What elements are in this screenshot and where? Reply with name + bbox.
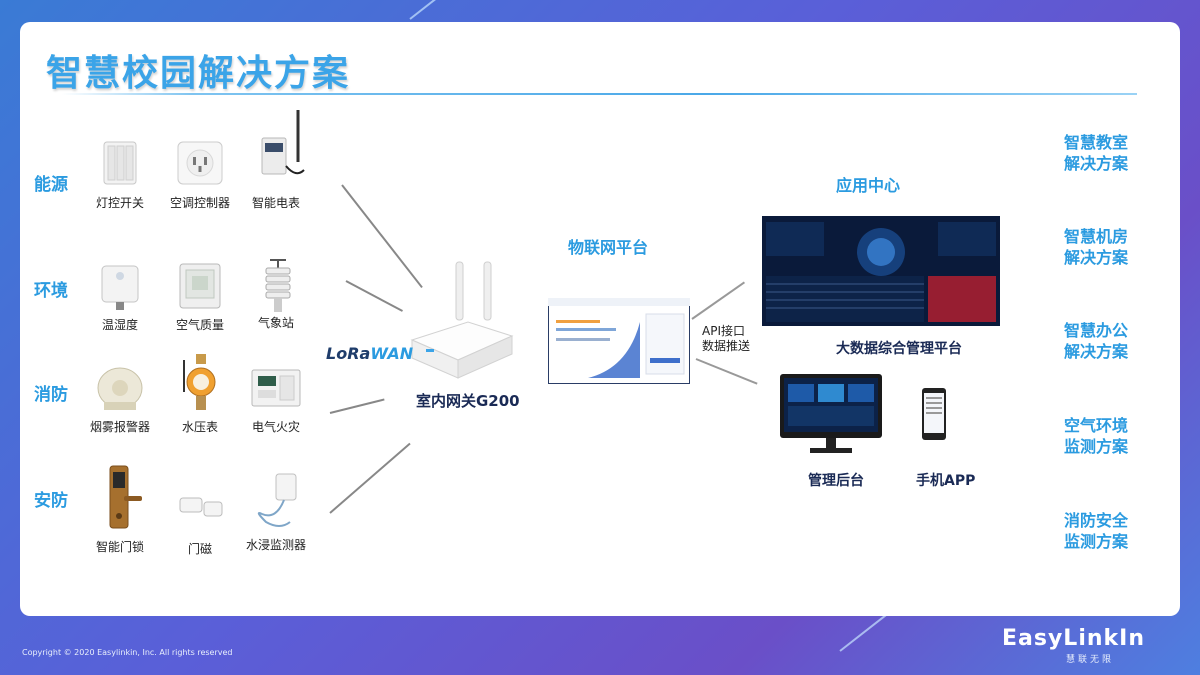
device-door-magnet: 门磁 (158, 484, 242, 557)
device-name: 智能门锁 (95, 540, 144, 554)
weather-station-icon (246, 258, 306, 312)
connector-api-bottom (695, 358, 758, 385)
monitor-icon (780, 374, 882, 453)
gateway-label: 室内网关G200 (416, 392, 520, 410)
category-fire: 消防 (34, 385, 68, 405)
bigdata-dashboard-screenshot (762, 216, 1000, 330)
connector-security (329, 442, 411, 514)
api-label: API接口数据推送 (702, 324, 751, 353)
device-name: 水浸监测器 (245, 538, 306, 552)
device-water-pressure: 水压表 (158, 352, 242, 435)
solution-fire-safety: 消防安全监测方案 (1064, 511, 1129, 551)
door-sensor-icon (170, 484, 230, 536)
socket-icon (170, 138, 230, 190)
device-air-quality: 空气质量 (158, 260, 242, 333)
device-water-leak: 水浸监测器 (234, 470, 318, 553)
leak-sensor-icon (246, 470, 306, 532)
device-ac-controller: 空调控制器 (158, 138, 242, 211)
page-title: 智慧校园解决方案 (46, 53, 351, 94)
device-name: 水压表 (181, 420, 218, 434)
mobile-phone (922, 388, 946, 444)
title-divider (62, 93, 1137, 95)
solution-smart-classroom: 智慧教室解决方案 (1064, 133, 1129, 173)
management-monitor (780, 374, 882, 460)
footer-copyright: Copyright © 2020 Easylinkin, Inc. All ri… (22, 648, 233, 657)
phone-icon (922, 388, 946, 440)
light-switch-icon (90, 138, 150, 190)
device-temp-humidity: 温湿度 (78, 260, 162, 333)
device-light-switch: 灯控开关 (78, 138, 162, 211)
company-logo-subtitle: 慧联无限 (1066, 655, 1115, 665)
device-name: 门磁 (187, 542, 212, 556)
company-logo: EasyLinkIn (1002, 626, 1146, 651)
device-name: 空气质量 (175, 318, 224, 332)
device-electrical-fire: 电气火灾 (234, 362, 318, 435)
category-energy: 能源 (34, 175, 68, 195)
air-quality-icon (170, 260, 230, 312)
device-smart-meter: 智能电表 (234, 108, 318, 211)
device-name: 空调控制器 (169, 196, 230, 210)
device-name: 烟雾报警器 (89, 420, 150, 434)
solution-air-monitoring: 空气环境监测方案 (1064, 416, 1129, 456)
solution-smart-office: 智慧办公解决方案 (1064, 321, 1129, 361)
device-weather-station: 气象站 (234, 258, 318, 331)
bigdata-platform-label: 大数据综合管理平台 (836, 341, 962, 357)
category-security: 安防 (34, 491, 68, 511)
door-lock-icon (90, 462, 150, 534)
smoke-detector-icon (90, 362, 150, 414)
iot-platform-screenshot (547, 297, 691, 388)
electrical-monitor-icon (246, 362, 306, 414)
pressure-gauge-icon (170, 352, 230, 414)
device-smoke-alarm: 烟雾报警器 (78, 362, 162, 435)
device-name: 温湿度 (101, 318, 138, 332)
management-backend-label: 管理后台 (808, 473, 864, 489)
app-center-label: 应用中心 (836, 176, 901, 195)
device-name: 气象站 (257, 316, 294, 330)
decor-line (409, 0, 466, 20)
device-smart-lock: 智能门锁 (78, 462, 162, 555)
device-name: 电气火灾 (251, 420, 300, 434)
connector-environment (345, 280, 403, 312)
connector-api-top (691, 281, 745, 320)
lorawan-logo: LoRaWAN (326, 344, 414, 363)
device-name: 智能电表 (251, 196, 300, 210)
category-environment: 环境 (34, 281, 68, 301)
connector-fire (329, 398, 385, 414)
slide-card: 智慧校园解决方案 能源 环境 消防 安防 灯控开关 空调控制器 智能电表 温湿度… (20, 22, 1180, 616)
meter-antenna-icon (246, 108, 306, 190)
solution-smart-server-room: 智慧机房解决方案 (1064, 227, 1129, 267)
device-name: 灯控开关 (95, 196, 144, 210)
mobile-app-label: 手机APP (916, 473, 976, 489)
sensor-box-icon (90, 260, 150, 312)
iot-platform-label: 物联网平台 (568, 238, 649, 257)
router-icon (410, 261, 514, 379)
gateway-device (406, 260, 518, 386)
